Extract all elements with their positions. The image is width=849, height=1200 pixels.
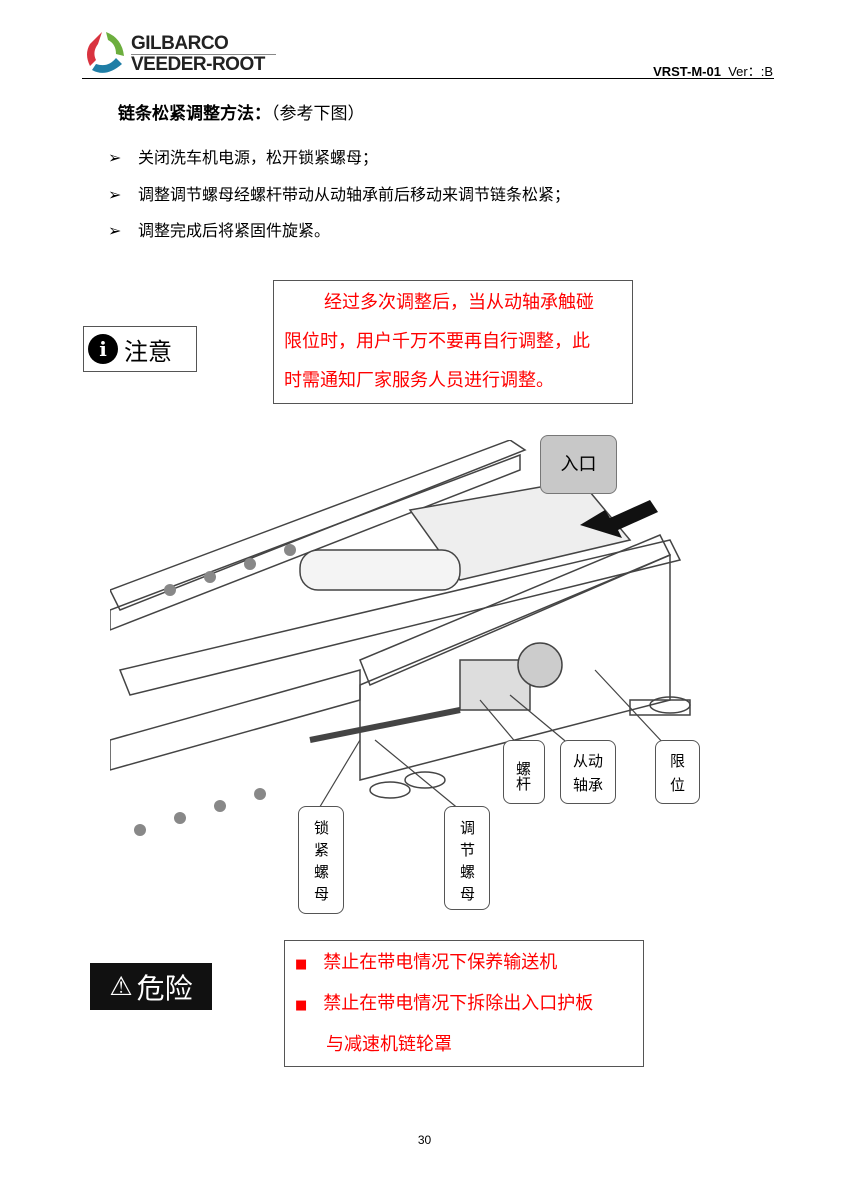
danger-item: ■ 禁止在带电情况下拆除出入口护板 [295, 984, 643, 1025]
step-text: 调整调节螺母经螺杆带动从动轴承前后移动来调节链条松紧； [138, 185, 571, 204]
notice-box: 经过多次调整后，当从动轴承触碰 限位时，用户千万不要再自行调整，此 时需通知厂家… [273, 280, 633, 404]
square-bullet-icon: ■ [295, 998, 308, 1013]
conveyor-diagram [110, 440, 691, 836]
step-text: 关闭洗车机电源，松开锁紧螺母； [138, 148, 379, 167]
logo-line1: GILBARCO [131, 33, 229, 54]
page-number: 30 [417, 1133, 432, 1147]
step-item: ➢ 调整调节螺母经螺杆带动从动轴承前后移动来调节链条松紧； [108, 181, 570, 205]
entrance-label: 入口 [540, 435, 617, 494]
danger-label: 危险 [136, 971, 193, 1005]
arrow-bullet-icon: ➢ [108, 221, 122, 240]
step-item: ➢ 关闭洗车机电源，松开锁紧螺母； [108, 144, 378, 168]
doc-id: VRST-M-01 Ver：:B [653, 61, 773, 80]
callout-driven-bearing: 从动轴承 [560, 740, 616, 804]
title-note: （参考下图） [271, 104, 365, 124]
callout-screw: 螺杆 [503, 740, 545, 804]
header-rule [82, 78, 774, 79]
danger-item-text-cont: 与减速机链轮罩 [326, 1034, 452, 1055]
callout-lock-nut: 锁紧螺母 [298, 806, 344, 914]
logo-divider [131, 54, 276, 55]
square-bullet-icon: ■ [295, 957, 308, 972]
title-main: 链条松紧调整方法： [118, 104, 271, 124]
logo-icon [87, 32, 124, 73]
step-item: ➢ 调整完成后将紧固件旋紧。 [108, 217, 330, 241]
doc-id-code: VRST-M-01 [653, 64, 721, 79]
info-icon: i [88, 334, 118, 364]
section-title: 链条松紧调整方法：（参考下图） [118, 99, 365, 124]
danger-item-text: 禁止在带电情况下拆除出入口护板 [323, 993, 594, 1014]
callout-adjust-nut: 调节螺母 [444, 806, 490, 910]
step-text: 调整完成后将紧固件旋紧。 [138, 221, 331, 240]
doc-version: Ver：:B [728, 64, 773, 79]
danger-item-text: 禁止在带电情况下保养输送机 [323, 952, 558, 973]
warning-triangle-icon: ⚠ [109, 971, 133, 1002]
notice-badge: i 注意 [83, 326, 197, 372]
danger-badge: ⚠ 危险 [90, 963, 212, 1010]
notice-line: 时需通知厂家服务人员进行调整。 [284, 370, 554, 391]
notice-line: 限位时，用户千万不要再自行调整，此 [284, 331, 590, 352]
direction-arrow-icon [580, 500, 658, 538]
arrow-bullet-icon: ➢ [108, 185, 122, 204]
danger-item: ■ 禁止在带电情况下保养输送机 [295, 943, 643, 984]
logo-line2: VEEDER-ROOT [131, 54, 265, 75]
callout-limit: 限位 [655, 740, 700, 804]
danger-box: ■ 禁止在带电情况下保养输送机 ■ 禁止在带电情况下拆除出入口护板 与减速机链轮罩 [284, 940, 644, 1067]
notice-label: 注意 [124, 337, 172, 366]
arrow-bullet-icon: ➢ [108, 148, 122, 167]
notice-line: 经过多次调整后，当从动轴承触碰 [324, 292, 594, 313]
